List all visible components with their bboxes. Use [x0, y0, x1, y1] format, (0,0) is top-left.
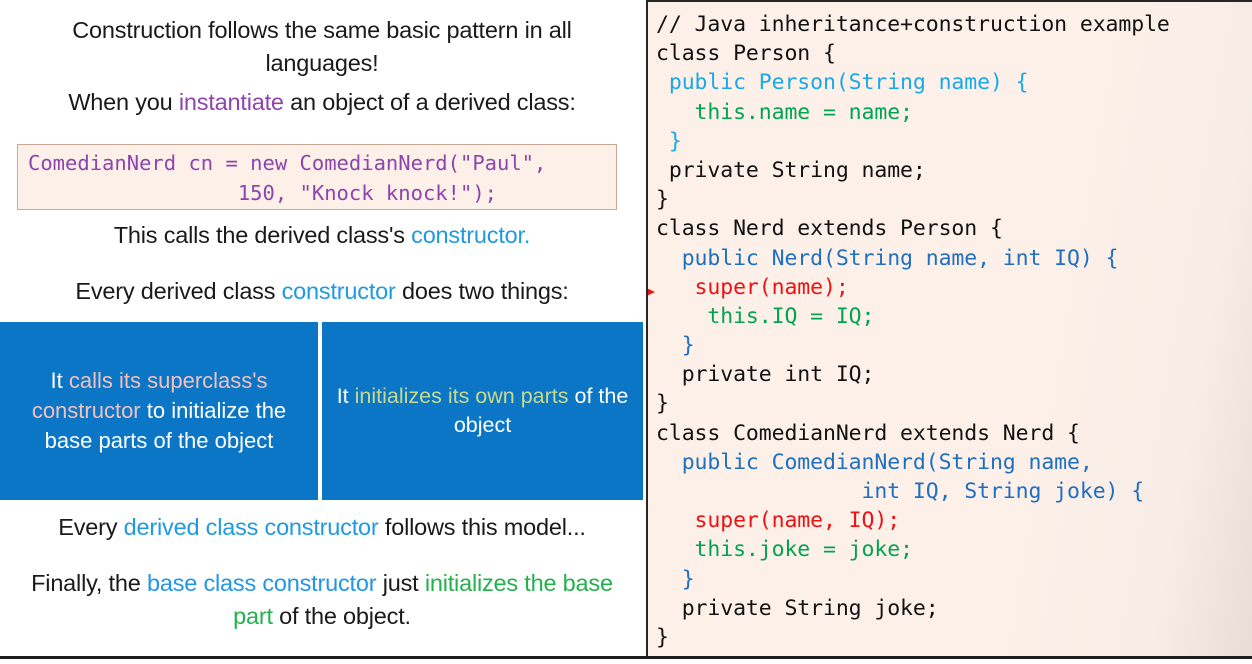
- ownparts-highlight: initializes its own parts: [354, 383, 569, 408]
- headline-text: Construction follows the same basic patt…: [72, 17, 572, 77]
- code-line: }: [656, 127, 1170, 156]
- code-line: public Nerd(String name, int IQ) {: [656, 244, 1170, 273]
- callout-box-superclass-text: It calls its superclass's constructor to…: [8, 366, 310, 455]
- code-token: }: [656, 128, 682, 154]
- callout-box-ownparts-text: It initializes its own parts of the obje…: [328, 382, 637, 440]
- left-content-pane: Construction follows the same basic patt…: [0, 17, 643, 634]
- code-token: private String joke;: [656, 595, 939, 621]
- finally-part1: Finally, the: [31, 570, 147, 596]
- code-line: int IQ, String joke) {: [656, 477, 1170, 506]
- model-prefix: Every: [58, 514, 124, 540]
- code-line: super(name);: [648, 273, 1170, 302]
- code-snippet-text: ComedianNerd cn = new ComedianNerd("Paul…: [28, 151, 547, 205]
- code-token: private String name;: [656, 157, 926, 183]
- code-line: }: [656, 623, 1170, 652]
- model-suffix: follows this model...: [378, 514, 586, 540]
- code-line: private String joke;: [656, 594, 1170, 623]
- code-token: }: [656, 333, 695, 359]
- two-things-prefix: Every derived class: [75, 278, 282, 304]
- code-token: super(name);: [656, 274, 849, 300]
- code-line: }: [656, 565, 1170, 594]
- calls-constructor-statement: This calls the derived class's construct…: [14, 219, 630, 252]
- model-keyword: derived class constructor: [123, 514, 379, 540]
- red-arrow-icon: [648, 279, 656, 296]
- code-token: public ComedianNerd(String name,: [656, 449, 1093, 475]
- code-snippet-box: ComedianNerd cn = new ComedianNerd("Paul…: [17, 144, 617, 210]
- code-line: // Java inheritance+construction example: [656, 10, 1170, 39]
- calls-prefix: This calls the derived class's: [113, 222, 412, 248]
- callout-box-superclass: It calls its superclass's constructor to…: [0, 322, 318, 500]
- code-token: public Person(String name) {: [656, 70, 1029, 96]
- code-token: this.joke = joke;: [656, 537, 913, 563]
- code-line: private int IQ;: [656, 360, 1170, 389]
- ownparts-prefix: It: [336, 383, 355, 408]
- finally-baseclass-keyword: base class constructor: [146, 570, 377, 596]
- code-line: }: [656, 389, 1170, 418]
- code-token: // Java inheritance+construction example: [656, 12, 1170, 37]
- two-things-statement: Every derived class constructor does two…: [14, 275, 630, 308]
- code-token: int IQ, String joke) {: [656, 479, 1145, 504]
- code-listing: // Java inheritance+construction example…: [648, 10, 1170, 652]
- finally-part3: just: [376, 570, 425, 596]
- code-line: public Person(String name) {: [656, 68, 1170, 97]
- code-line: class ComedianNerd extends Nerd {: [656, 419, 1170, 448]
- code-token: }: [656, 391, 669, 417]
- code-line: public ComedianNerd(String name,: [656, 448, 1170, 477]
- instantiate-keyword: instantiate: [178, 89, 284, 115]
- java-code-panel: // Java inheritance+construction example…: [646, 0, 1252, 658]
- bottom-divider: [0, 656, 1252, 659]
- finally-statement: Finally, the base class constructor just…: [14, 567, 630, 634]
- code-line: this.name = name;: [656, 98, 1170, 127]
- code-line: class Person {: [656, 39, 1170, 68]
- instantiate-statement: When you instantiate an object of a deri…: [14, 86, 630, 119]
- calls-constructor-keyword: constructor.: [411, 222, 531, 248]
- instantiate-suffix: an object of a derived class:: [283, 89, 576, 115]
- code-line: }: [656, 331, 1170, 360]
- superclass-highlight: calls its superclass's constructor: [31, 368, 268, 424]
- code-token: super(name, IQ);: [656, 508, 901, 534]
- code-token: }: [656, 624, 669, 650]
- code-line: class Nerd extends Person {: [656, 214, 1170, 243]
- code-token: class Nerd extends Person {: [656, 216, 1003, 242]
- code-line: super(name, IQ);: [656, 506, 1170, 535]
- superclass-suffix: to initialize the base parts of the obje…: [44, 398, 287, 453]
- finally-initializes-keyword: initializes the base part: [233, 570, 613, 630]
- finally-part5: of the object.: [272, 603, 411, 630]
- code-token: public Nerd(String name, int IQ) {: [656, 245, 1119, 271]
- code-token: this.name = name;: [656, 99, 913, 125]
- ownparts-suffix: of the object: [453, 383, 629, 437]
- instantiate-prefix: When you: [68, 89, 179, 115]
- code-token: this.IQ = IQ;: [656, 303, 875, 329]
- code-line: private String name;: [656, 156, 1170, 185]
- callout-box-ownparts: It initializes its own parts of the obje…: [322, 322, 643, 500]
- code-token: }: [656, 187, 669, 213]
- code-line: this.IQ = IQ;: [656, 302, 1170, 331]
- follows-model-statement: Every derived class constructor follows …: [14, 511, 630, 544]
- code-line: this.joke = joke;: [656, 535, 1170, 564]
- two-things-keyword: constructor: [281, 278, 396, 304]
- code-line: }: [656, 185, 1170, 214]
- code-token: }: [656, 566, 695, 592]
- superclass-prefix: It: [50, 368, 69, 394]
- code-token: private int IQ;: [656, 362, 875, 388]
- two-things-suffix: does two things:: [395, 278, 569, 304]
- code-token: class ComedianNerd extends Nerd {: [656, 420, 1080, 446]
- code-token: class Person {: [656, 41, 836, 67]
